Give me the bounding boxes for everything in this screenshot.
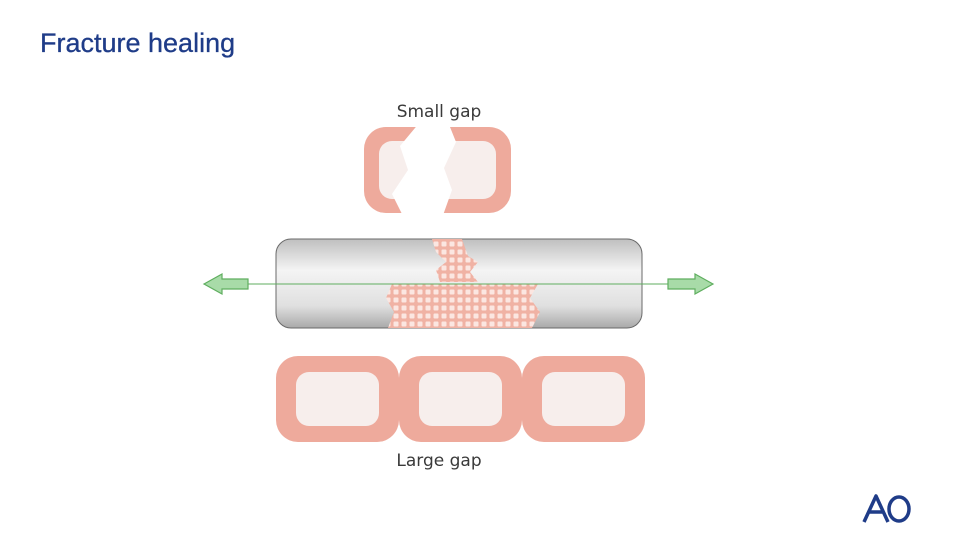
slide-title: Fracture healing	[40, 28, 236, 58]
arrow-right-icon	[667, 272, 715, 296]
small-gap-cell	[364, 122, 511, 218]
large-gap-cells	[276, 356, 645, 442]
arrow-left-icon	[202, 272, 249, 296]
large-gap-cell	[522, 356, 645, 442]
large-gap-label: Large gap	[396, 451, 481, 471]
small-gap-label: Small gap	[397, 102, 482, 122]
large-gap-cell	[399, 356, 522, 442]
fracture-small-gap	[432, 239, 478, 282]
ao-logo	[862, 494, 911, 523]
fracture-large-gap	[386, 284, 540, 328]
large-gap-cell	[276, 356, 399, 442]
